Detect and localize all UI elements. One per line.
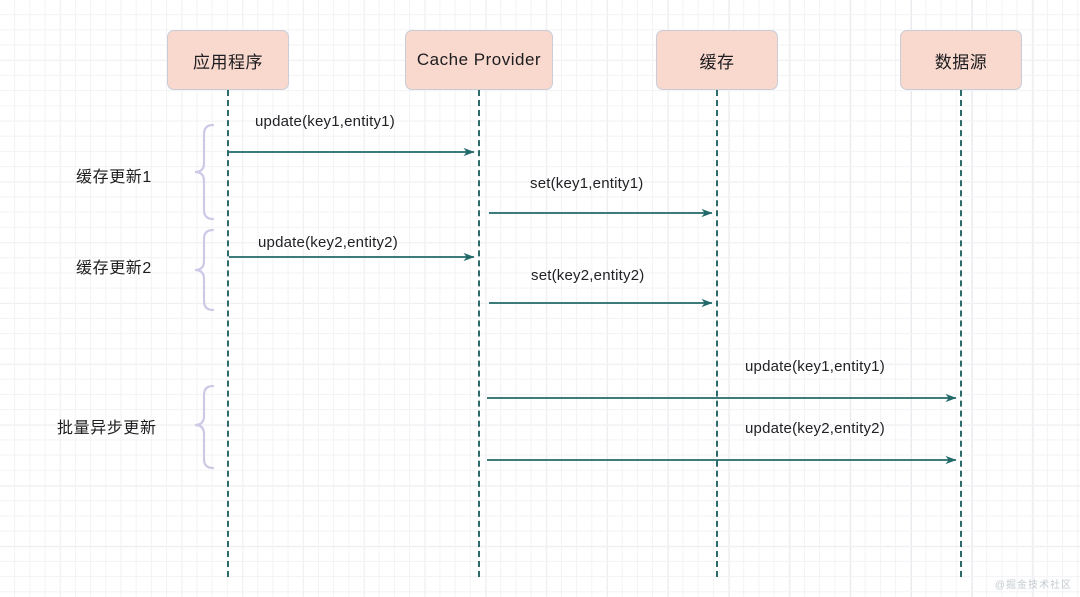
lifeline-datasource	[960, 90, 962, 577]
group-label-cache-update-1: 缓存更新1	[76, 169, 152, 186]
message-label-1: update(key1,entity1)	[255, 113, 395, 130]
lifeline-cache-provider	[478, 90, 480, 577]
group-label-cache-update-2: 缓存更新2	[76, 260, 152, 277]
group-brace-3	[194, 384, 215, 470]
actor-box-datasource[interactable]: 数据源	[900, 30, 1022, 90]
message-label-6: update(key2,entity2)	[745, 420, 885, 437]
watermark: @掘金技术社区	[994, 580, 1072, 591]
message-label-2: set(key1,entity1)	[530, 175, 644, 192]
actor-box-cache-provider[interactable]: Cache Provider	[405, 30, 553, 90]
group-brace-1	[194, 123, 215, 221]
lifeline-cache	[716, 90, 718, 577]
actor-box-app[interactable]: 应用程序	[167, 30, 289, 90]
group-label-batch-async-update: 批量异步更新	[57, 420, 157, 437]
message-label-5: update(key1,entity1)	[745, 358, 885, 375]
lifeline-app	[227, 90, 229, 577]
actor-box-cache[interactable]: 缓存	[656, 30, 778, 90]
message-label-3: update(key2,entity2)	[258, 234, 398, 251]
message-label-4: set(key2,entity2)	[531, 267, 645, 284]
group-brace-2	[194, 228, 215, 312]
